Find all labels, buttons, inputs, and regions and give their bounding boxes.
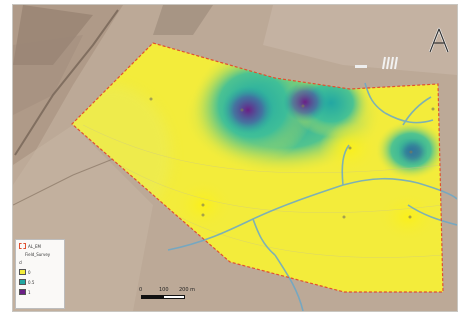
river-line — [341, 144, 350, 186]
sample-point — [301, 104, 305, 108]
river-line — [402, 96, 432, 126]
scale-tick-label: 100 — [159, 287, 169, 293]
scale-segment-light — [163, 295, 185, 299]
contour-line — [102, 154, 443, 213]
scale-tick-label: 200 m — [179, 287, 196, 293]
map-legend: AL_EM Field_Survey cl 0 0.5 1 — [15, 239, 65, 309]
river-network — [167, 82, 457, 311]
sample-point — [348, 146, 352, 150]
boundary-swatch — [19, 243, 26, 249]
river-line — [252, 218, 276, 256]
sample-point — [409, 150, 413, 154]
terrain-patch — [263, 5, 457, 75]
legend-subtitle: Field_Survey — [25, 251, 51, 257]
sample-point — [408, 215, 412, 219]
yellow-peak — [378, 193, 438, 241]
sample-points — [149, 97, 435, 219]
scale-bar: 0 100 200 m — [139, 287, 205, 303]
map-canvas — [13, 5, 457, 311]
legend-row-class: 0 — [19, 269, 31, 275]
sample-point — [342, 215, 346, 219]
purple-peak — [222, 86, 274, 134]
river-line — [167, 177, 457, 251]
river-line — [364, 82, 386, 114]
legend-class-label: 0 — [28, 269, 31, 275]
legend-swatch-purple — [19, 289, 26, 295]
legend-row-title: cl — [19, 259, 22, 265]
purple-peak — [283, 82, 327, 122]
river-line — [274, 254, 304, 311]
legend-row-subtitle: Field_Survey — [25, 251, 50, 257]
scale-tick-label: 0 — [139, 287, 143, 293]
dark-core — [403, 143, 423, 161]
legend-swatch-teal — [19, 279, 26, 285]
river-line — [384, 112, 434, 124]
map-frame — [12, 4, 458, 312]
terrain-patch — [153, 5, 213, 35]
sample-point — [201, 203, 205, 207]
road-line — [14, 9, 119, 156]
legend-boundary-label: AL_EM — [28, 243, 41, 249]
legend-row-class: 0.5 — [19, 279, 34, 285]
terrain-mark — [382, 56, 398, 70]
river-line — [407, 204, 457, 226]
legend-row-boundary: AL_EM — [19, 243, 41, 249]
scale-segment-dark — [141, 295, 163, 299]
road-line — [13, 154, 124, 206]
terrain-patch — [13, 35, 83, 115]
sample-point — [431, 107, 435, 111]
terrain-patch — [13, 5, 123, 185]
terrain-patch — [13, 5, 93, 65]
legend-swatch-yellow — [19, 269, 26, 275]
legend-class-title: cl — [19, 259, 23, 265]
north-arrow: A — [426, 26, 452, 56]
sample-point — [149, 97, 153, 101]
legend-class-label: 0.5 — [28, 279, 35, 285]
north-arrow-icon — [428, 27, 450, 53]
terrain-mark — [355, 65, 367, 68]
legend-class-label: 1 — [28, 289, 31, 295]
study-area-boundary — [71, 42, 444, 293]
legend-row-class: 1 — [19, 289, 31, 295]
contour-line — [82, 124, 443, 174]
north-letter: A — [226, 26, 227, 27]
sample-point — [240, 108, 244, 112]
sample-point — [201, 213, 205, 217]
